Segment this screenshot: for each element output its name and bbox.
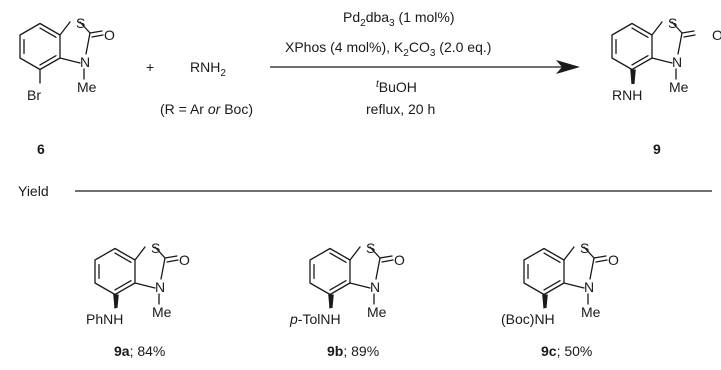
yield-9b: 9b; 89%	[327, 343, 379, 359]
amine-reagent: RNH2	[190, 59, 226, 79]
compound-label-6: 6	[37, 141, 45, 157]
start-material-6: S O N Me Br 6	[19, 15, 115, 157]
atom-n: N	[672, 54, 682, 70]
atom-s: S	[580, 240, 589, 256]
text-span: 3	[430, 48, 436, 59]
atom-o: O	[712, 27, 721, 43]
text-span: Boc)	[220, 101, 253, 117]
condition-solvent: tBuOH	[376, 79, 417, 95]
atom-n: N	[80, 54, 90, 70]
text-span: 3	[389, 18, 395, 29]
atom-o: O	[104, 27, 115, 43]
atom-s: S	[668, 15, 677, 31]
text-span: t	[376, 79, 380, 90]
text-span: dba	[366, 9, 390, 25]
text-span: 2	[360, 18, 366, 29]
atom-n: N	[155, 279, 165, 295]
atom-n: N	[370, 279, 380, 295]
product-9b: S O N Me p-TolNH 9b; 89%	[289, 240, 405, 359]
amine-label-9a: PhNH	[86, 311, 123, 327]
atom-s: S	[366, 240, 375, 256]
text-span: p	[289, 311, 298, 327]
text-span: BuOH	[379, 79, 417, 95]
text-span: (2.0 eq.)	[435, 39, 491, 55]
text-span: 9c	[541, 343, 557, 359]
r-definition: (R = Ar or Boc)	[160, 101, 253, 117]
text-span: ; 84%	[130, 343, 166, 359]
text-span: (1 mol%)	[395, 9, 455, 25]
amine-label-9c: (Boc)NH	[501, 311, 555, 327]
text-span: Pd	[343, 9, 360, 25]
atom-rnh: RNH	[612, 87, 642, 103]
condition-ligand-base: XPhos (4 mol%), K2CO3 (2.0 eq.)	[285, 39, 491, 59]
atom-me: Me	[581, 304, 601, 320]
text-span: RNH	[190, 59, 220, 75]
text-span: or	[208, 101, 222, 117]
text-span: CO	[409, 39, 430, 55]
atom-s: S	[151, 240, 160, 256]
text-span: XPhos (4 mol%), K	[285, 39, 404, 55]
amine-label-9b: p-TolNH	[289, 311, 341, 327]
atom-s: S	[76, 15, 85, 31]
text-span: ; 50%	[557, 343, 593, 359]
product-9c: S O N Me (Boc)NH 9c; 50%	[501, 240, 619, 359]
text-span: 9b	[327, 343, 343, 359]
atom-o: O	[394, 252, 405, 268]
atom-o: O	[608, 252, 619, 268]
atom-o: O	[179, 252, 190, 268]
product-9a: S O N Me PhNH 9a; 84%	[86, 240, 190, 359]
text-span: (Boc)NH	[501, 311, 555, 327]
atom-me: Me	[367, 304, 387, 320]
reaction-arrow	[270, 60, 580, 74]
atom-me: Me	[77, 79, 97, 95]
atom-br: Br	[27, 87, 41, 103]
compound-label-9: 9	[653, 141, 661, 157]
atom-me: Me	[669, 79, 689, 95]
text-span: -TolNH	[298, 311, 341, 327]
plus-sign: +	[146, 59, 154, 75]
text-span: 9a	[114, 343, 130, 359]
product-9: S O N Me RNH 9	[611, 15, 721, 157]
yield-label: Yield	[18, 183, 49, 199]
yield-9c: 9c; 50%	[541, 343, 592, 359]
condition-catalyst: Pd2dba3 (1 mol%)	[343, 9, 455, 29]
text-span: 2	[220, 68, 226, 79]
condition-time: reflux, 20 h	[366, 101, 435, 117]
text-span: ; 89%	[343, 343, 379, 359]
yield-9a: 9a; 84%	[114, 343, 165, 359]
text-span: PhNH	[86, 311, 123, 327]
atom-me: Me	[152, 304, 172, 320]
text-span: 2	[403, 48, 409, 59]
atom-n: N	[584, 279, 594, 295]
text-span: (R = Ar	[160, 101, 208, 117]
